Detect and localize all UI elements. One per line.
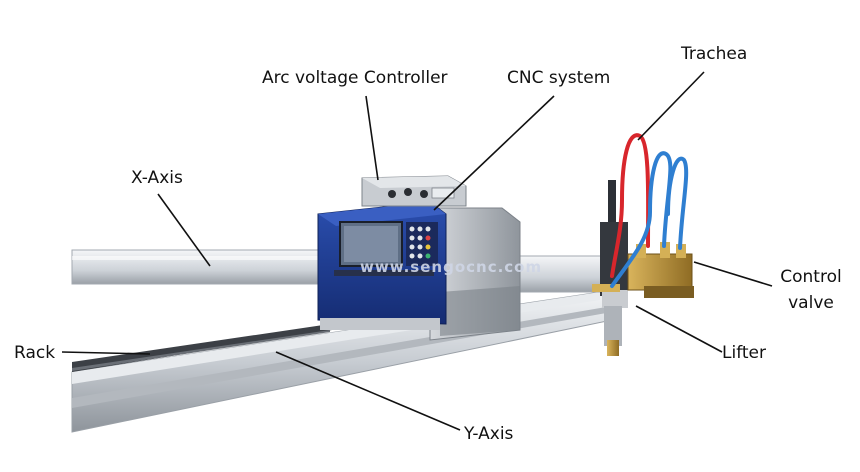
label-control-valve-line1: Control xyxy=(780,267,842,287)
label-trachea: Trachea xyxy=(681,44,748,64)
label-x-axis: X-Axis xyxy=(131,168,183,188)
gas-hoses xyxy=(610,133,689,288)
carriage-steel-body xyxy=(429,207,521,341)
cnc-keypad xyxy=(406,222,438,266)
label-y-axis: Y-Axis xyxy=(464,424,514,444)
leader-control-valve xyxy=(693,261,773,287)
label-rack: Rack xyxy=(14,343,56,363)
rack-bar xyxy=(72,324,332,372)
leader-x-axis xyxy=(157,193,211,267)
leader-y-axis xyxy=(275,351,461,431)
label-control-valve-line2: valve xyxy=(788,293,834,313)
control-valve-block xyxy=(592,242,694,298)
label-lifter: Lifter xyxy=(722,343,766,363)
label-control-valve: Control valve xyxy=(776,267,846,313)
leader-lifter xyxy=(635,305,723,353)
label-arc-voltage-controller: Arc voltage Controller xyxy=(262,68,448,88)
cnc-control-panel xyxy=(334,221,438,276)
leader-rack xyxy=(61,351,151,355)
watermark-text: www.sengocnc.com xyxy=(360,258,542,276)
leader-trachea xyxy=(637,71,705,141)
leader-arc-voltage-controller xyxy=(365,95,379,181)
arc-voltage-controller-box xyxy=(361,175,467,207)
leader-cnc-system xyxy=(433,95,555,211)
label-cnc-system: CNC system xyxy=(507,68,611,88)
leader-lines xyxy=(61,71,773,431)
